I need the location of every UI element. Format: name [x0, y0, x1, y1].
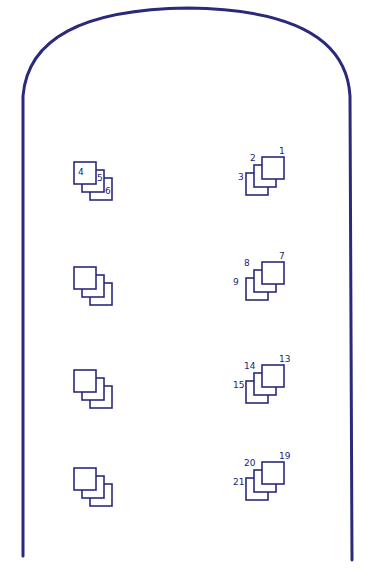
callout-number: 13 — [279, 354, 290, 364]
callout-number: 1 — [279, 146, 285, 156]
paper-square — [262, 365, 284, 387]
callout-number: 8 — [244, 258, 250, 268]
callout-number: 21 — [233, 477, 244, 487]
paper-square — [262, 262, 284, 284]
callout-number: 6 — [105, 186, 111, 196]
paper-square — [74, 162, 96, 184]
paper-square — [262, 462, 284, 484]
callout-number: 2 — [250, 153, 256, 163]
callout-number: 15 — [233, 380, 244, 390]
callout-number: 14 — [244, 361, 255, 371]
callout-number: 19 — [279, 451, 290, 461]
callout-number: 3 — [238, 172, 244, 182]
paper-square — [74, 468, 96, 490]
square-stacks — [74, 157, 284, 506]
arched-outline — [23, 8, 352, 560]
callout-number: 5 — [97, 173, 103, 183]
paper-square — [262, 157, 284, 179]
callout-number: 4 — [78, 167, 84, 177]
paper-square — [74, 267, 96, 289]
callout-number: 20 — [244, 458, 255, 468]
paper-square — [74, 370, 96, 392]
callout-number: 9 — [233, 277, 239, 287]
callout-number: 7 — [279, 251, 285, 261]
